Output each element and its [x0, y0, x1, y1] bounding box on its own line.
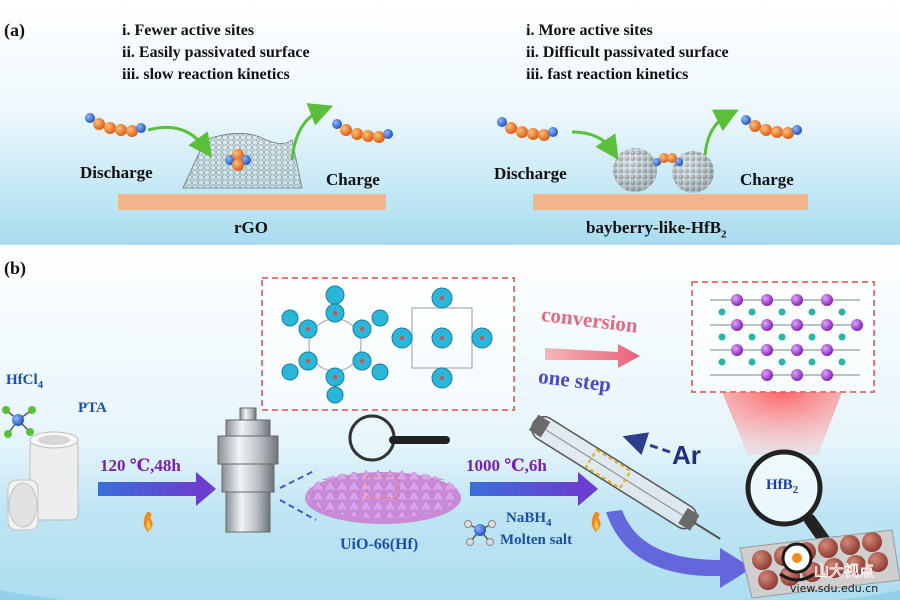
right-property-1: i. More active sites — [526, 22, 653, 39]
ar-label: Ar — [672, 440, 701, 470]
right-property-2: ii. Difficult passivated surface — [526, 44, 729, 61]
left-property-1: i. Fewer active sites — [122, 22, 255, 39]
left-property-2: ii. Easily passivated surface — [122, 44, 310, 61]
mof-framework-icon — [281, 285, 389, 404]
pta-label: PTA — [78, 400, 107, 416]
hfcl4-molecule-icon — [2, 406, 36, 438]
left-discharge-label: Discharge — [80, 163, 153, 182]
right-property-3: iii. fast reaction kinetics — [526, 66, 689, 83]
left-property-list: i. Fewer active sites ii. Easily passiva… — [122, 20, 310, 86]
molten-salt-label: Molten salt — [500, 532, 573, 548]
ptfe-liner-icon — [7, 431, 79, 531]
left-property-3: iii. slow reaction kinetics — [122, 66, 290, 83]
right-charge-label: Charge — [740, 170, 794, 189]
nabh4-molecule-icon — [464, 520, 496, 546]
right-discharge-label: Discharge — [494, 164, 567, 183]
autoclave-icon — [217, 407, 279, 533]
step1-condition: 120 ℃,48h — [100, 456, 181, 475]
rgo-label: rGO — [234, 218, 268, 237]
panel-a-label: (a) — [4, 20, 25, 40]
watermark-url: view.sdu.edu.cn — [790, 582, 879, 595]
magnifier-icon — [348, 414, 450, 462]
panel-b-label: (b) — [4, 258, 26, 278]
watermark-logo-icon — [779, 542, 815, 582]
molecule-chain-icon — [85, 113, 146, 137]
hfcl4-label: HfCl4 — [6, 372, 44, 391]
right-property-list: i. More active sites ii. Difficult passi… — [526, 20, 729, 86]
molecule-chain-icon — [332, 119, 393, 143]
left-charge-label: Charge — [326, 170, 380, 189]
step2-condition: 1000 ℃,6h — [466, 456, 547, 475]
bayberry-hfb2-label: bayberry-like-HfB2 — [586, 218, 727, 241]
watermark-logo-text: 山大视点 — [814, 562, 875, 580]
uio66-label: UiO-66(Hf) — [340, 536, 419, 553]
mof-framework-icon — [391, 287, 493, 389]
tube-furnace-icon — [528, 414, 721, 540]
uio66-disk-icon — [305, 470, 461, 524]
nabh4-label: NaBH4 — [506, 510, 552, 529]
hfb2-magnifier-label: HfB2 — [766, 477, 799, 496]
molecule-chain-icon — [741, 115, 802, 139]
molecule-chain-icon — [497, 117, 558, 141]
